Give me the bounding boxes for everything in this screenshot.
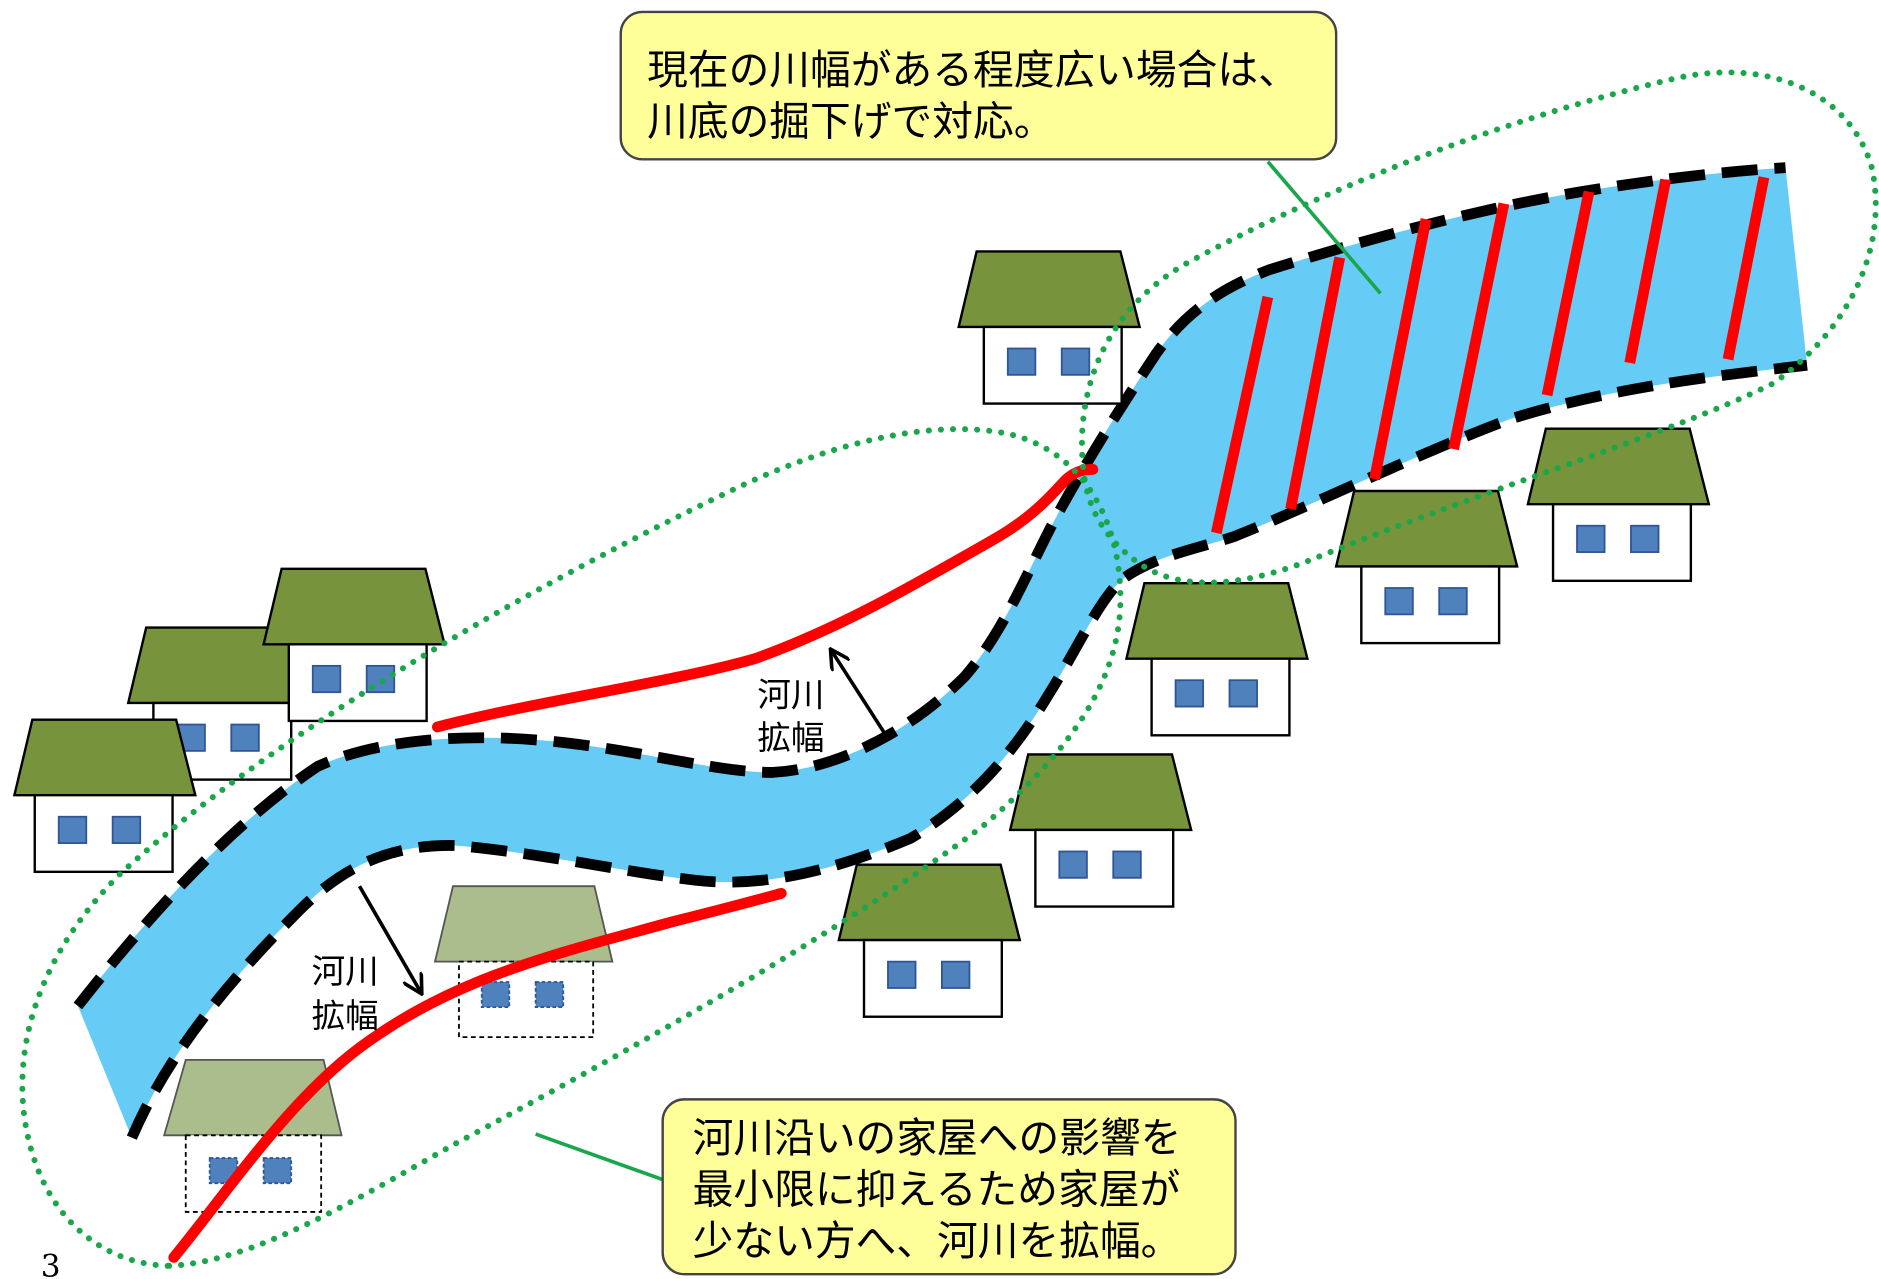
house-roof: [1124, 582, 1309, 660]
bottom-callout-line1: 河川沿いの家屋への影響を: [693, 1114, 1182, 1162]
house-wall: [1551, 502, 1693, 583]
house-wall: [862, 938, 1004, 1018]
house: [12, 718, 197, 874]
house-window: [262, 1157, 293, 1185]
page-number: 3: [41, 1249, 61, 1279]
house-window: [1060, 347, 1091, 376]
widen-label-lower-line2: 拡幅: [312, 997, 379, 1036]
house-wall: [1360, 565, 1501, 645]
house-wall: [982, 325, 1123, 405]
house-window: [57, 815, 88, 844]
bottom-callout-box: [661, 1098, 1237, 1276]
dredge-line: [1211, 295, 1274, 535]
house-window: [208, 1157, 239, 1185]
house-roof: [262, 567, 447, 646]
dredge-line: [1624, 178, 1671, 364]
river-water: [77, 167, 1808, 1138]
house-roof: [1334, 489, 1519, 568]
house-window: [1438, 587, 1468, 616]
house: [957, 250, 1142, 405]
widen-label-upper-line2: 拡幅: [757, 719, 824, 758]
bottom-callout-pointer: [535, 1132, 664, 1182]
house-window: [1174, 679, 1205, 708]
house-wall: [184, 1134, 323, 1213]
house-window: [534, 981, 565, 1009]
house-window: [1006, 347, 1037, 376]
house-window: [1058, 850, 1088, 879]
new-lower-bank: [168, 887, 787, 1263]
house-window: [111, 815, 142, 844]
bottom-callout-line2: 最小限に抑えるため家屋が: [693, 1166, 1181, 1214]
dredge-line: [1369, 218, 1432, 481]
house: [1526, 427, 1711, 583]
dredge-line: [1541, 190, 1595, 397]
widen-arrow-lower: [357, 885, 422, 994]
house-window: [940, 960, 971, 989]
house-roof: [1008, 753, 1193, 832]
house-window: [1384, 587, 1414, 616]
house-roof: [12, 718, 197, 797]
top-callout-line2: 川底の掘下げで対応。: [647, 97, 1054, 145]
house: [837, 863, 1022, 1018]
dredging-hatch: [1211, 176, 1770, 535]
existing-lower-bank: [126, 359, 1808, 1140]
bottom-callout: 河川沿いの家屋への影響を 最小限に抑えるため家屋が 少ない方へ、河川を拡幅。: [661, 1098, 1237, 1276]
house-wall: [1034, 828, 1175, 908]
house-window: [887, 960, 917, 989]
top-callout-pointer: [1266, 160, 1382, 295]
house-roof: [1526, 427, 1711, 506]
dredge-line: [1448, 202, 1510, 451]
house: [1124, 582, 1309, 737]
house-roof: [957, 250, 1142, 329]
top-callout-box: [619, 10, 1338, 161]
house-wall: [33, 793, 174, 874]
house-window: [1630, 524, 1660, 553]
widen-label-lower-line1: 河川: [312, 952, 379, 991]
house-roof: [837, 863, 1022, 942]
house: [262, 567, 447, 723]
house-wall: [458, 960, 595, 1038]
house-wall: [1150, 657, 1291, 737]
house-window: [365, 664, 396, 694]
house-window: [230, 723, 260, 752]
dredge-line: [1722, 176, 1770, 361]
new-upper-bank: [432, 464, 1099, 733]
house-window: [1576, 524, 1606, 553]
dredging-zone-outline: [1079, 69, 1879, 586]
top-callout: 現在の川幅がある程度広い場合は、 川底の掘下げで対応。: [619, 10, 1338, 161]
existing-upper-bank: [73, 162, 1786, 1010]
house-window: [1228, 679, 1258, 708]
top-callout-line1: 現在の川幅がある程度広い場合は、: [647, 46, 1299, 94]
widen-arrow-upper: [830, 649, 886, 734]
house-roof: [433, 885, 614, 963]
house-window: [480, 981, 511, 1009]
house-roof: [162, 1058, 343, 1137]
relocated-house: [433, 885, 614, 1038]
widen-label-upper-line1: 河川: [757, 676, 824, 715]
house-window: [311, 664, 342, 694]
house: [1008, 753, 1193, 908]
dredge-line: [1285, 256, 1346, 510]
house-wall: [287, 643, 428, 723]
house-window: [1112, 850, 1142, 879]
house: [1334, 489, 1519, 645]
bottom-callout-line3: 少ない方へ、河川を拡幅。: [693, 1217, 1182, 1265]
